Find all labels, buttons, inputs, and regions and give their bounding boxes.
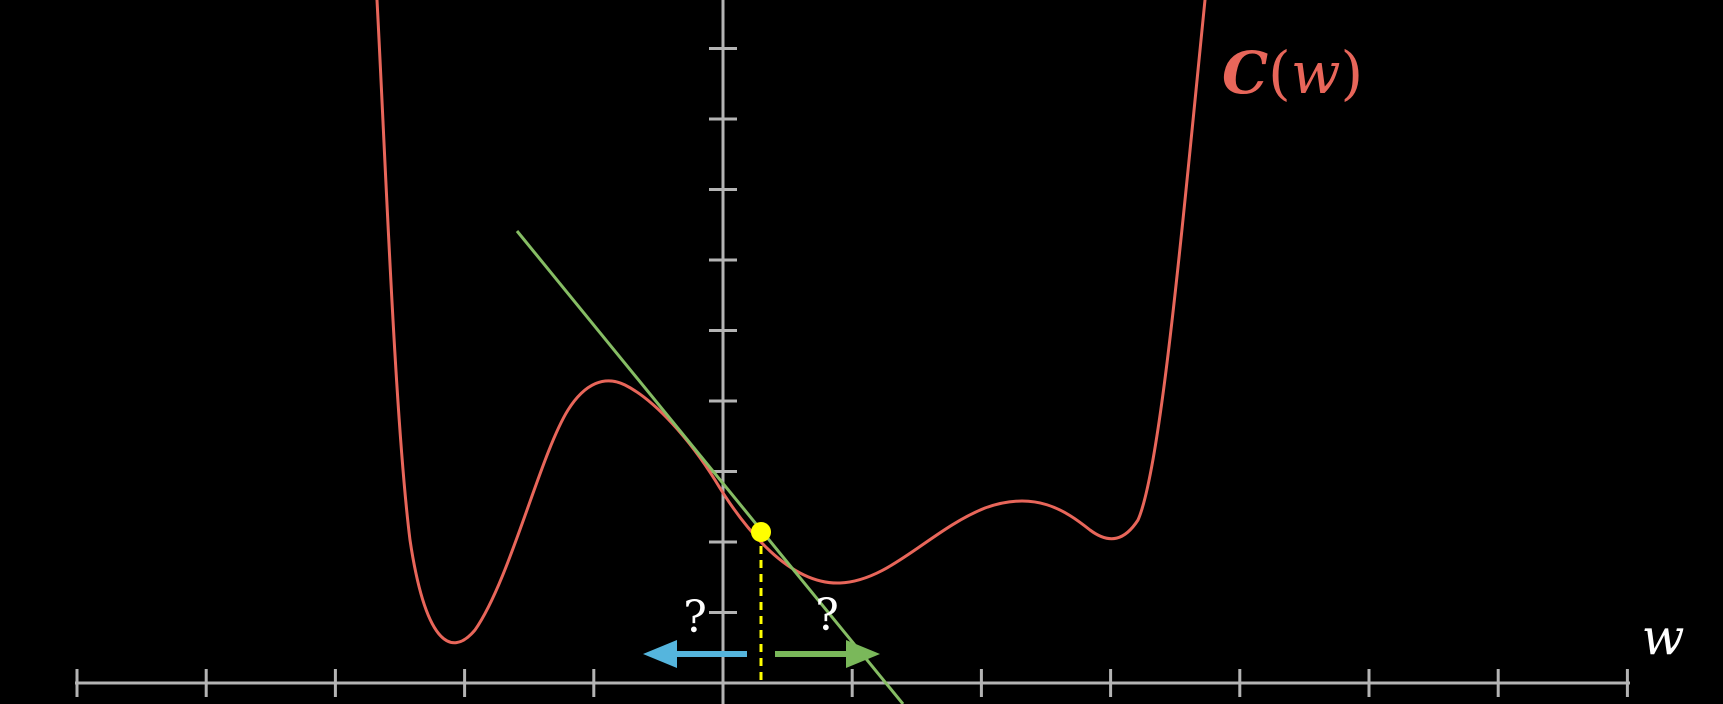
- axes: [75, 0, 1630, 704]
- x-axis-ticks: [75, 669, 1629, 697]
- y-axis-ticks: [709, 47, 737, 614]
- function-argument: w: [1291, 39, 1341, 107]
- current-point: [751, 522, 771, 542]
- function-label: C(w): [1222, 39, 1363, 107]
- tangent-line: [515, 230, 905, 704]
- open-paren: (: [1268, 39, 1291, 107]
- right-question-mark: ?: [815, 590, 839, 641]
- arrow-left-icon: [643, 640, 747, 668]
- left-question-mark: ?: [683, 592, 707, 643]
- x-axis-label: w: [1642, 608, 1685, 666]
- function-name: C: [1222, 39, 1268, 107]
- cost-curve: [375, 0, 1207, 645]
- close-paren: ): [1340, 39, 1363, 107]
- arrow-right-icon: [775, 640, 880, 668]
